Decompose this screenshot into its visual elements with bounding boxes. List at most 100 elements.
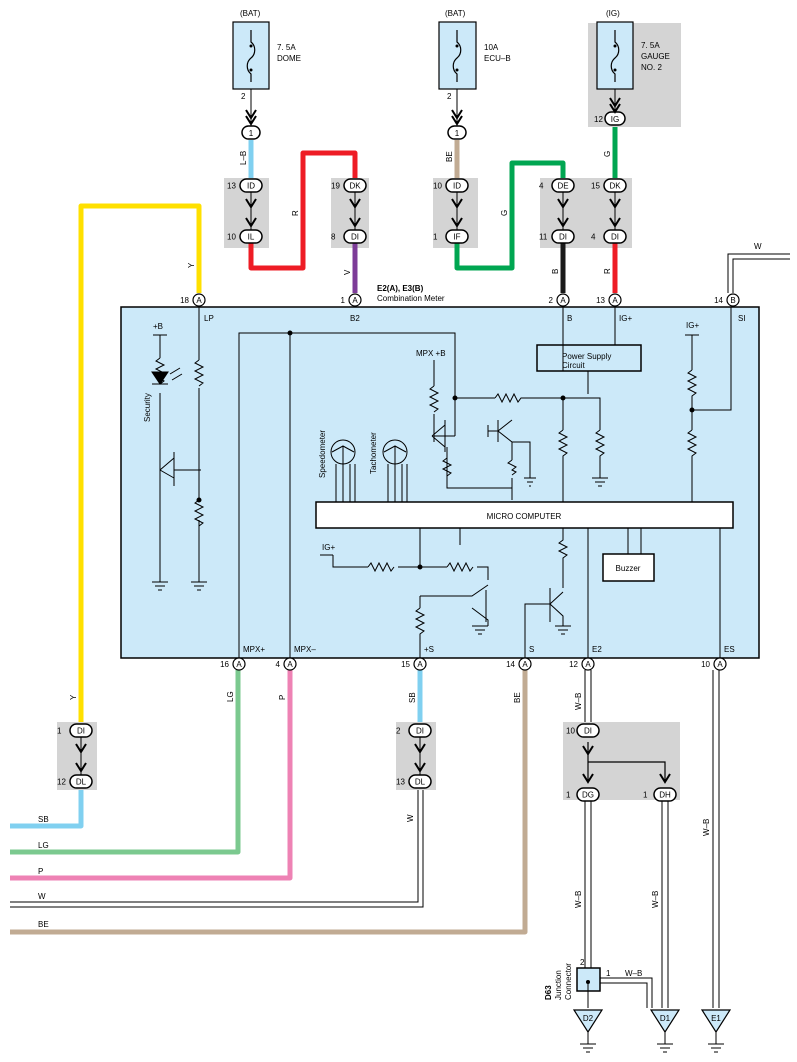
connector-label: DG: [582, 791, 594, 800]
pin-label: SI: [738, 314, 746, 323]
connector-pin-number: 10: [227, 233, 236, 242]
fuse-dome: (BAT) 7. 5A DOME 2: [232, 9, 301, 101]
svg-text:LG: LG: [38, 841, 49, 850]
pin-letter: A: [522, 660, 528, 669]
fuse-name: GAUGE: [641, 52, 670, 61]
fuse-ecu-b: (BAT) 10A ECU–B 2: [438, 9, 511, 101]
pin-label: E2: [592, 645, 602, 654]
fuse-name-2: NO. 2: [641, 63, 662, 72]
connector-label: DL: [76, 778, 87, 787]
connector-pin-number: 2: [396, 727, 401, 736]
fuse-source-label: (BAT): [240, 9, 261, 18]
connector-pin-number: 1: [57, 727, 62, 736]
pin-number: 12: [569, 660, 578, 669]
connector-label: IF: [453, 233, 460, 242]
connector-label: DK: [349, 182, 361, 191]
connector-label: DI: [584, 727, 592, 736]
pin-letter: A: [417, 660, 423, 669]
svg-text:IG: IG: [611, 115, 619, 124]
connector-label: ID: [247, 182, 255, 191]
connector-pin-number: 8: [331, 233, 336, 242]
svg-text:Buzzer: Buzzer: [616, 564, 641, 573]
connector-label: DI: [77, 727, 85, 736]
connector-terminals: 1 1 IG 12: [241, 89, 626, 140]
pin-number: 15: [401, 660, 410, 669]
pin-number: 13: [596, 296, 605, 305]
svg-text:12: 12: [594, 115, 603, 124]
ground-e1: E1: [700, 1009, 732, 1053]
pin-letter: A: [236, 660, 242, 669]
meter-subtitle: Combination Meter: [377, 294, 445, 303]
fuse-rating: 7. 5A: [641, 41, 660, 50]
pin-letter: A: [585, 660, 591, 669]
svg-text:P: P: [278, 695, 287, 700]
svg-text:Junction: Junction: [554, 970, 563, 1000]
pin-label: LP: [204, 314, 214, 323]
svg-text:1: 1: [455, 129, 460, 138]
connector-pin-number: 10: [433, 182, 442, 191]
ground-d2: D2: [572, 1009, 604, 1053]
svg-text:P: P: [38, 867, 43, 876]
svg-text:MPX +B: MPX +B: [416, 349, 446, 358]
pin-number: 1: [341, 296, 346, 305]
pin-number: 10: [701, 660, 710, 669]
fuse-rating: 7. 5A: [277, 43, 296, 52]
connector-pin-number: 1: [566, 791, 571, 800]
pin-label: MPX+: [243, 645, 265, 654]
svg-text:IG+: IG+: [322, 543, 335, 552]
fuse-name: ECU–B: [484, 54, 511, 63]
meter-internals: [151, 307, 734, 658]
pin-number: 4: [276, 660, 281, 669]
fuse-rating: 10A: [484, 43, 499, 52]
pin-number: 16: [220, 660, 229, 669]
wire-labels: L–B R BE G G V B R Y Y W LG P SB BE W–B …: [69, 151, 762, 978]
svg-text:BE: BE: [38, 920, 49, 929]
svg-text:B: B: [551, 269, 560, 274]
svg-text:R: R: [291, 210, 300, 216]
svg-text:R: R: [603, 268, 612, 274]
svg-text:Speedometer: Speedometer: [318, 430, 327, 478]
fuse-pin: 2: [447, 92, 452, 101]
meter-title: E2(A), E3(B): [377, 284, 424, 293]
connector-label: IL: [248, 233, 255, 242]
svg-text:1: 1: [606, 969, 611, 978]
meter-labels: +B Security MPX +B IG+ IG+ Power Supply …: [143, 321, 699, 573]
connector-pin-number: 4: [591, 233, 596, 242]
pin-letter: B: [730, 296, 735, 305]
connector-pair: DI 1DL 12: [57, 723, 93, 789]
svg-text:W–B: W–B: [702, 819, 711, 836]
svg-text:D2: D2: [583, 1014, 594, 1023]
junction-connector: 2 1 D63 Junction Connector: [544, 958, 611, 1008]
svg-text:W: W: [406, 814, 415, 822]
fuse-source-label: (BAT): [445, 9, 466, 18]
svg-text:W–B: W–B: [625, 969, 642, 978]
svg-text:BE: BE: [445, 151, 454, 162]
connector-label: ID: [453, 182, 461, 191]
connector-pin-number: 1: [643, 791, 648, 800]
svg-text:Y: Y: [69, 694, 78, 700]
svg-text:SB: SB: [38, 815, 49, 824]
svg-text:IG+: IG+: [686, 321, 699, 330]
svg-text:1: 1: [249, 129, 254, 138]
connector-label: DI: [559, 233, 567, 242]
connector-pin-number: 12: [57, 778, 66, 787]
connector-pin-number: 1: [433, 233, 438, 242]
pin-letter: A: [287, 660, 293, 669]
ground-d1: D1: [649, 1009, 681, 1053]
connector-pin-number: 15: [591, 182, 600, 191]
svg-text:W–B: W–B: [574, 891, 583, 908]
pin-label: B: [567, 314, 572, 323]
svg-text:L–B: L–B: [239, 151, 248, 165]
svg-text:2: 2: [580, 958, 585, 967]
inline-connector-pairs: ID13IL10DK19DI8ID10IF1DE4DI11DK15DI4DI1D…: [57, 178, 677, 802]
